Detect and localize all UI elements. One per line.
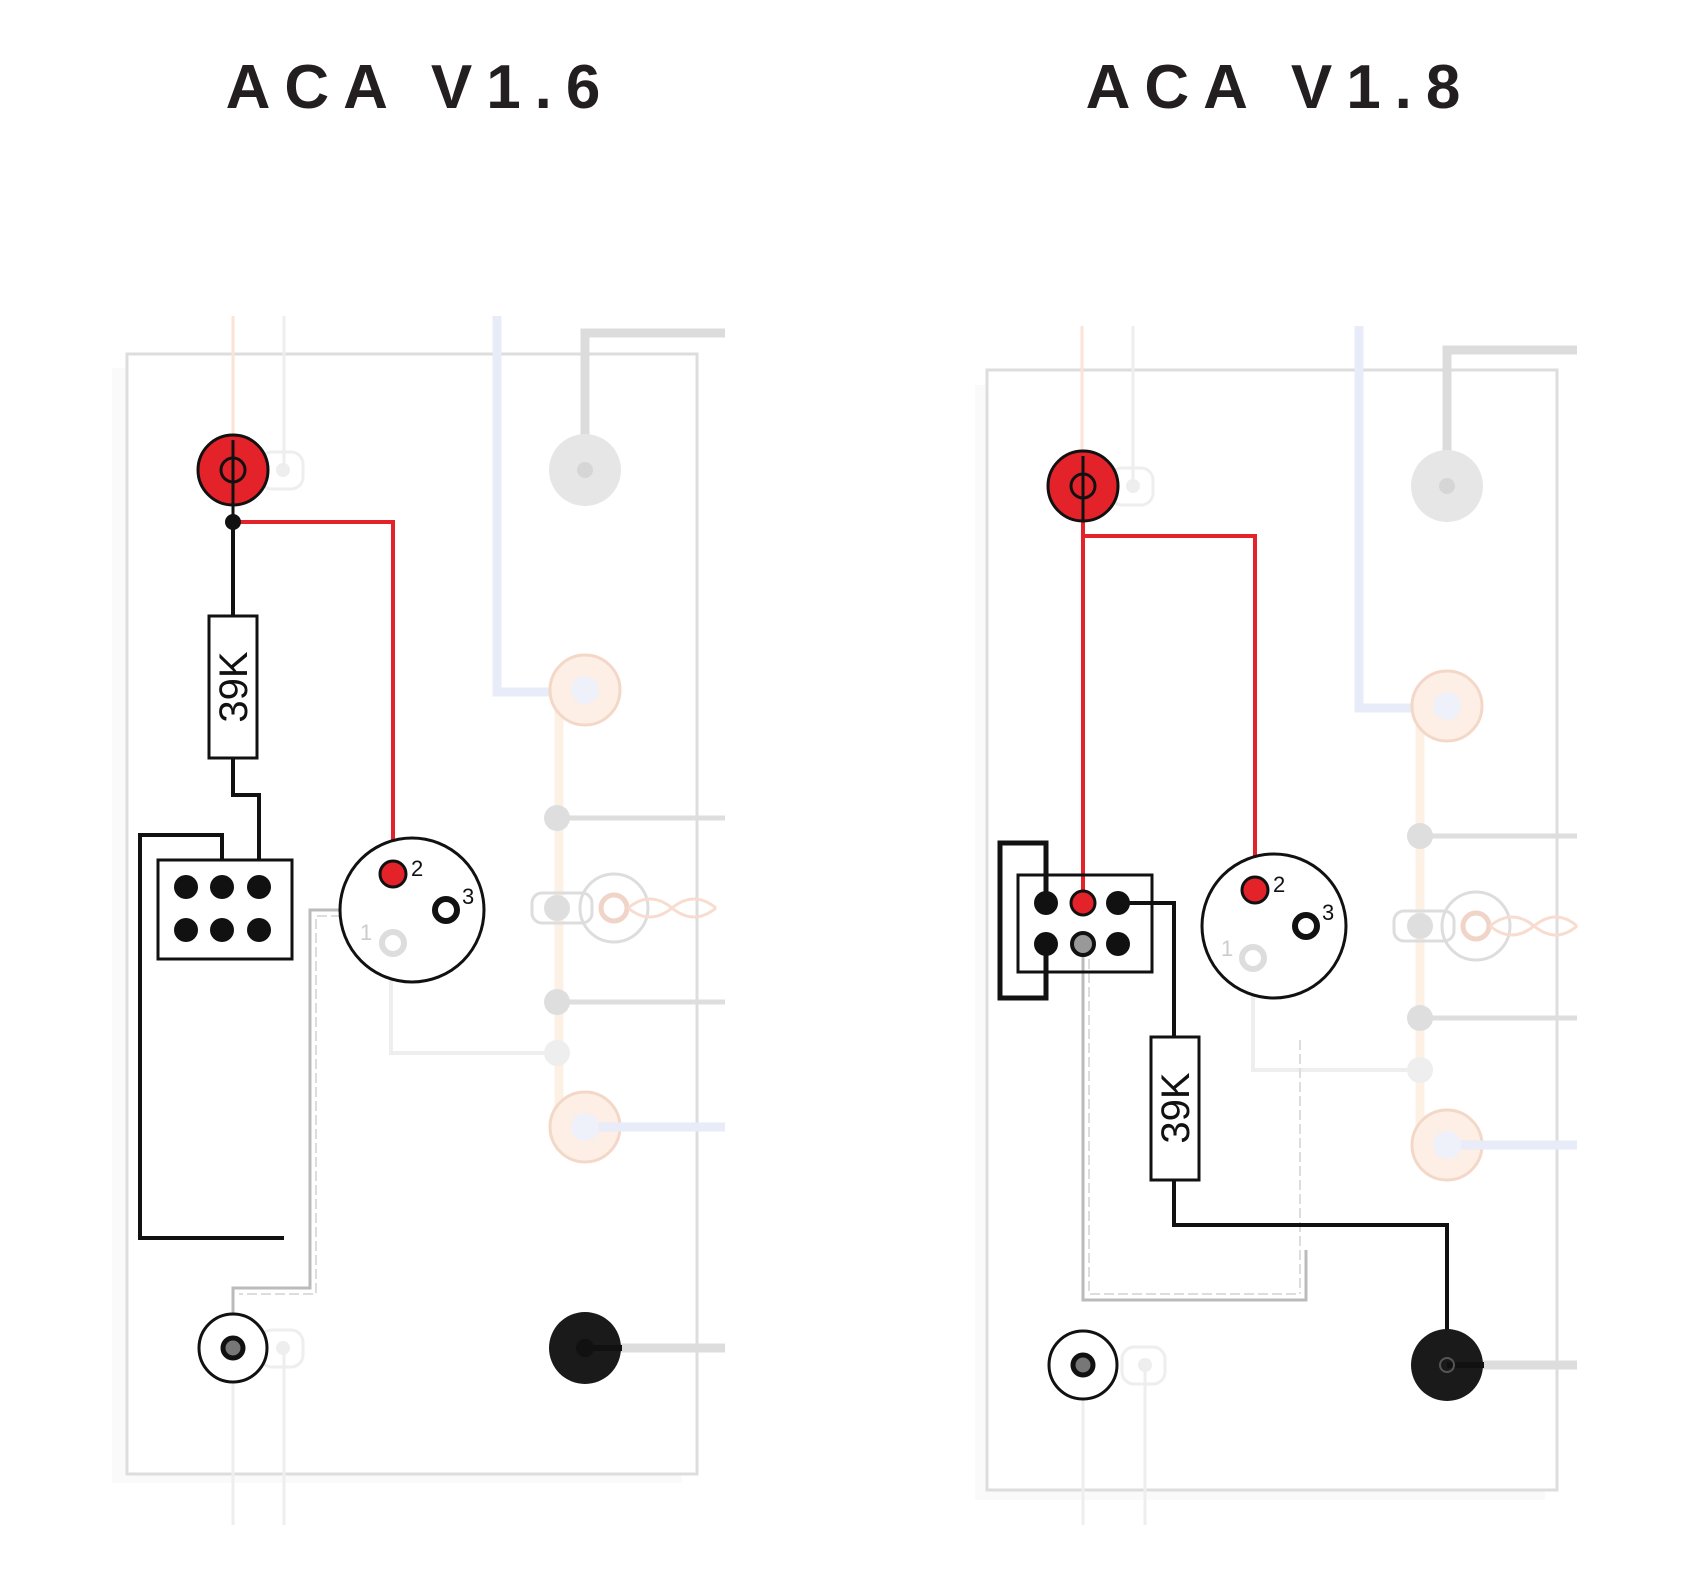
black-wires-v18 xyxy=(997,840,1449,1365)
diagram-title-left: ACA V1.6 xyxy=(225,53,615,122)
diagram-v18: 39K 2 3 1 xyxy=(975,326,1578,1525)
xlr-connector-v18: 2 3 1 xyxy=(1200,852,1348,1000)
pin-label-1-v18: 1 xyxy=(1221,936,1233,961)
red-jack-icon xyxy=(196,433,270,530)
resistor-39k: 39K xyxy=(207,614,259,760)
six-pin-header-v18 xyxy=(1016,873,1154,974)
pin-label-1: 1 xyxy=(360,920,372,945)
ground-wire-v18 xyxy=(1081,945,1308,1302)
xlr-connector: 2 3 1 xyxy=(338,836,486,984)
pin-label-3-v18: 3 xyxy=(1322,900,1334,925)
diagram-title-right: ACA V1.8 xyxy=(1085,53,1475,122)
pin-label-2-v18: 2 xyxy=(1273,872,1285,897)
red-wire-v16 xyxy=(233,520,395,874)
pin-label-2: 2 xyxy=(411,856,423,881)
resistor-39k-v18: 39K xyxy=(1149,1035,1201,1182)
ground-jack-icon xyxy=(197,1312,269,1384)
diagram-v16: 39K 2 3 1 xyxy=(112,316,725,1525)
pin-label-3: 3 xyxy=(462,884,474,909)
black-wires-v16 xyxy=(138,522,284,1240)
six-pin-header xyxy=(156,858,294,961)
black-jack-icon xyxy=(549,1312,622,1384)
red-jack-icon-v18 xyxy=(1046,449,1120,523)
red-wire-v18 xyxy=(1081,486,1257,903)
resistor-label: 39K xyxy=(212,651,256,722)
resistor-label-v18: 39K xyxy=(1154,1072,1198,1143)
black-jack-icon-v18 xyxy=(1411,1329,1484,1401)
ground-jack-icon-v18 xyxy=(1047,1329,1119,1401)
